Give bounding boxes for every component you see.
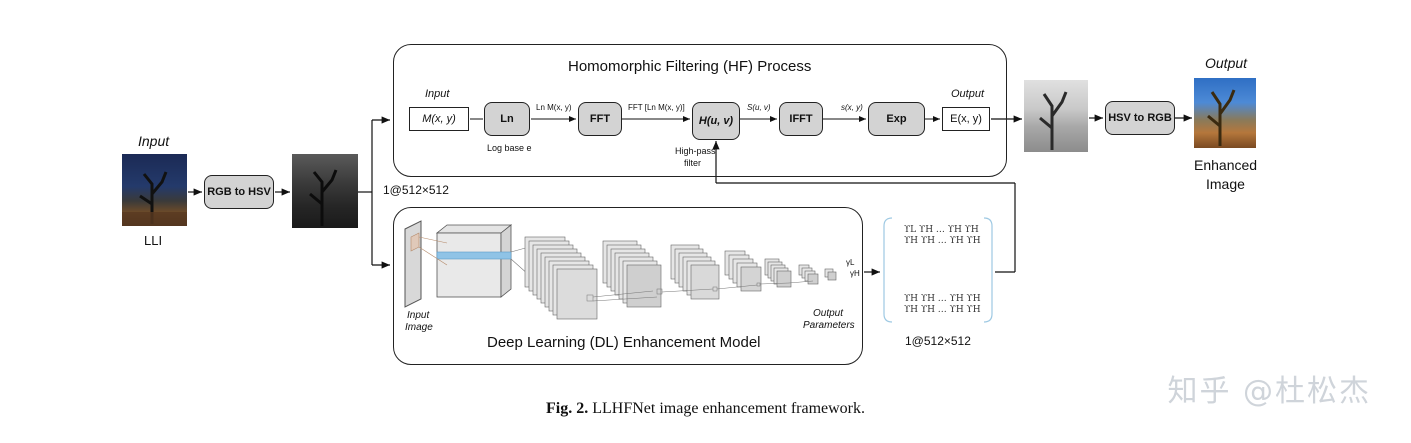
dl-output-label-2: Parameters (803, 320, 855, 331)
fft-block: FFT (578, 102, 622, 136)
filter-label: filter (684, 158, 702, 168)
hsv-to-rgb-block: HSV to RGB (1105, 101, 1175, 135)
hf-title: Homomorphic Filtering (HF) Process (568, 58, 812, 75)
dl-input-label-1: Input (407, 310, 430, 321)
m-xy-box: M(x, y) (409, 107, 469, 131)
hf-output-image (1024, 80, 1088, 152)
matrix-row-4: ϒH ϒH … ϒH ϒH (904, 305, 981, 315)
fft-ln-label: FFT [Ln M(x, y)] (628, 103, 685, 112)
dl-title: Deep Learning (DL) Enhancement Model (487, 334, 761, 351)
hf-output-label: Output (951, 88, 985, 100)
hf-frame (393, 44, 1007, 177)
output-image (1194, 78, 1256, 148)
ifft-block: IFFT (779, 102, 823, 136)
figure-number: Fig. 2. (546, 400, 589, 417)
dl-frame (393, 207, 863, 365)
ln-block: Ln (484, 102, 530, 136)
output-title: Output (1205, 55, 1248, 71)
input-title: Input (138, 133, 170, 149)
figure-caption-text: LLHFNet image enhancement framework. (592, 400, 865, 417)
matrix-row-1: ϒL ϒH … ϒH ϒH (904, 225, 979, 235)
dimension-top: 1@512×512 (383, 183, 449, 197)
hsv-image (292, 154, 358, 228)
s-xy-label: s(x, y) (841, 103, 863, 112)
matrix-row-2: ϒH ϒH … ϒH ϒH (904, 236, 981, 246)
dl-output-label-1: Output (813, 308, 844, 319)
exp-block: Exp (868, 102, 925, 136)
h-uv-block: H(u, v) (692, 102, 740, 140)
log-base-label: Log base e (487, 143, 532, 153)
input-image (122, 154, 187, 226)
dimension-bottom: 1@512×512 (905, 334, 971, 348)
watermark: 知乎 @杜松杰 (1167, 374, 1371, 409)
matrix-brackets (883, 217, 993, 323)
dl-input-label-2: Image (405, 322, 433, 333)
lli-label: LLI (144, 233, 163, 248)
s-uv-label: S(u, v) (747, 103, 771, 112)
high-pass-label: High-pass (675, 146, 716, 156)
hf-input-label: Input (425, 88, 450, 100)
gamma-l-label: γL (846, 258, 855, 267)
cnn-diagram (404, 220, 837, 320)
rgb-to-hsv-block: RGB to HSV (204, 175, 274, 209)
image-label: Image (1206, 176, 1245, 192)
gamma-h-label: γH (850, 269, 860, 278)
enhanced-label: Enhanced (1194, 157, 1258, 173)
matrix-row-3: ϒH ϒH … ϒH ϒH (904, 294, 981, 304)
ln-m-label: Ln M(x, y) (536, 103, 572, 112)
figure-caption: Fig. 2. LLHFNet image enhancement framew… (0, 400, 1411, 418)
e-xy-box: E(x, y) (942, 107, 990, 131)
